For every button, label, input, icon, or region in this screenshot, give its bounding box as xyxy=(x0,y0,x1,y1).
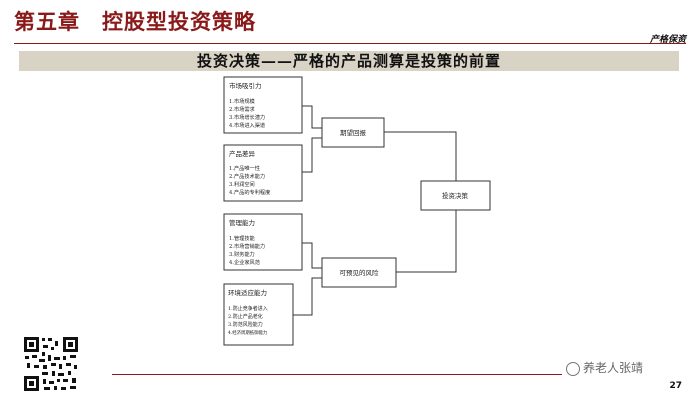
brand-logo: 产格保资 xyxy=(649,35,686,45)
factor-title-market: 市场吸引力 xyxy=(229,81,262,90)
chapter-title: 第五章 控股型投资策略 xyxy=(14,9,256,34)
connector-management-risk xyxy=(302,242,322,269)
factor-item: 2.市场需求 xyxy=(229,105,256,113)
slide-title-banner: 投资决策——严格的产品测算是投策的前置 xyxy=(19,51,679,71)
factor-box-product xyxy=(223,144,303,202)
top-divider xyxy=(14,43,686,44)
qr-code-icon xyxy=(22,335,80,393)
factor-item: 4.经济周期抵御能力 xyxy=(228,329,267,336)
expected-return-label: 期望回报 xyxy=(340,128,367,137)
watermark: 养老人张靖 xyxy=(566,359,643,376)
connector-risk-decision xyxy=(396,210,457,273)
factor-title-product: 产品差异 xyxy=(229,149,256,158)
factor-item: 3.利润空间 xyxy=(229,180,255,188)
wechat-icon xyxy=(566,361,580,376)
foreseeable-risk-label: 可预见的风险 xyxy=(340,268,380,277)
factor-item: 2.产品技术能力 xyxy=(229,172,265,180)
factor-title-environment: 环境适应能力 xyxy=(228,288,267,297)
factor-item: 4.市场进入渠道 xyxy=(229,121,265,129)
factor-box-management xyxy=(223,213,303,271)
connector-market-return xyxy=(302,105,322,129)
page-number: 27 xyxy=(669,381,682,391)
decision-label: 投资决策 xyxy=(442,191,469,200)
factor-item: 3.财务能力 xyxy=(229,250,255,258)
factor-item: 4.企业家风范 xyxy=(229,258,260,266)
factor-item: 1.市场规模 xyxy=(229,97,255,105)
factor-box-market xyxy=(223,76,303,134)
connector-return-decision xyxy=(384,131,457,181)
watermark-text: 养老人张靖 xyxy=(583,361,644,375)
connector-product-return xyxy=(302,137,322,173)
factor-item: 1.防止竞争者进入 xyxy=(228,305,268,312)
factor-item: 4.产品的专利程度 xyxy=(229,188,270,196)
factor-title-management: 管理能力 xyxy=(229,218,255,227)
factor-item: 3.市场增长潜力 xyxy=(229,113,265,121)
factor-item: 1.产品唯一性 xyxy=(229,164,260,172)
factor-item: 1.管理技能 xyxy=(229,234,255,242)
bottom-divider xyxy=(112,374,562,375)
factor-item: 3.防范风险能力 xyxy=(228,321,263,328)
factor-item: 2.市场营销能力 xyxy=(229,242,265,250)
connector-environment-risk xyxy=(293,277,322,316)
factor-item: 2.防止产品老化 xyxy=(228,313,263,320)
